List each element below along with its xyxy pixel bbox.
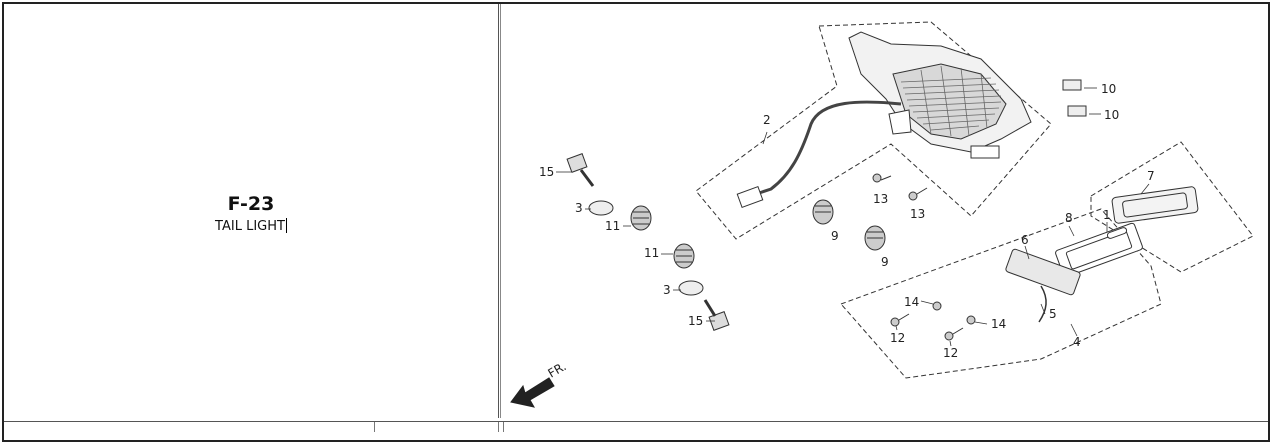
section-code: F-23: [227, 193, 275, 215]
front-direction-arrow: [510, 377, 555, 408]
callout-14b: 14: [991, 317, 1006, 331]
callout-3a: 3: [575, 201, 583, 215]
pad-a: [1062, 79, 1082, 91]
grommet-d: [864, 225, 886, 251]
grommet-b: [673, 243, 695, 269]
callout-15a: 15: [539, 165, 554, 179]
harness-connector: [736, 186, 764, 208]
callout-2: 2: [763, 113, 771, 127]
callout-9b: 9: [881, 255, 889, 269]
socket-base: [1005, 248, 1081, 296]
section-title-cell: [4, 4, 499, 418]
callout-12a: 12: [890, 331, 905, 345]
collar-b: [678, 280, 704, 296]
bolt-upper-left: [566, 153, 595, 187]
callout-1: 1: [1103, 208, 1111, 222]
grommet-a: [630, 205, 652, 231]
bottom-cell: [4, 422, 375, 432]
grommet-c: [812, 199, 834, 225]
callout-labels: 15 3 11 11 3 15 2 13 13 9 9 10 10 7 8 1 …: [539, 82, 1155, 360]
bulb: [1106, 227, 1128, 239]
callout-13b: 13: [910, 207, 925, 221]
screw-c: [890, 313, 910, 327]
callout-15b: 15: [688, 314, 703, 328]
front-direction-label: FR.: [546, 359, 569, 380]
callout-12b: 12: [943, 346, 958, 360]
group-outline-plate: [840, 208, 1162, 379]
pad-b: [1067, 105, 1087, 117]
screw-d: [944, 327, 964, 341]
callout-14a: 14: [904, 295, 919, 309]
nut-b: [966, 315, 976, 325]
gasket: [1055, 222, 1143, 278]
callout-11a: 11: [605, 219, 620, 233]
bottom-cell: [375, 422, 499, 432]
collar-a: [588, 200, 614, 216]
callout-4: 4: [1073, 335, 1081, 349]
text-caret: [285, 218, 287, 233]
callout-9a: 9: [831, 229, 839, 243]
tail-lamp-housing: [848, 31, 1032, 159]
lens-cover: [1111, 186, 1199, 224]
bolt-lower: [703, 299, 730, 331]
bulb-wires: [1038, 285, 1047, 323]
callout-10a: 10: [1101, 82, 1116, 96]
section-name: TAIL LIGHT: [215, 219, 285, 234]
screw-b: [908, 187, 928, 201]
exploded-parts-diagram: 15 3 11 11 3 15 2 13 13 9 9 10 10 7 8 1 …: [500, 4, 1269, 418]
callout-10b: 10: [1104, 108, 1119, 122]
callout-11b: 11: [644, 246, 659, 260]
bottom-table-row: [4, 421, 1268, 432]
callout-5: 5: [1049, 307, 1057, 321]
callout-8: 8: [1065, 211, 1073, 225]
callout-6: 6: [1021, 233, 1029, 247]
callout-3b: 3: [663, 283, 671, 297]
nut-a: [932, 301, 942, 311]
wire-harness: [755, 100, 902, 196]
callout-7: 7: [1147, 169, 1155, 183]
screw-a: [872, 173, 892, 183]
callout-13a: 13: [873, 192, 888, 206]
bottom-cell: [499, 422, 504, 432]
